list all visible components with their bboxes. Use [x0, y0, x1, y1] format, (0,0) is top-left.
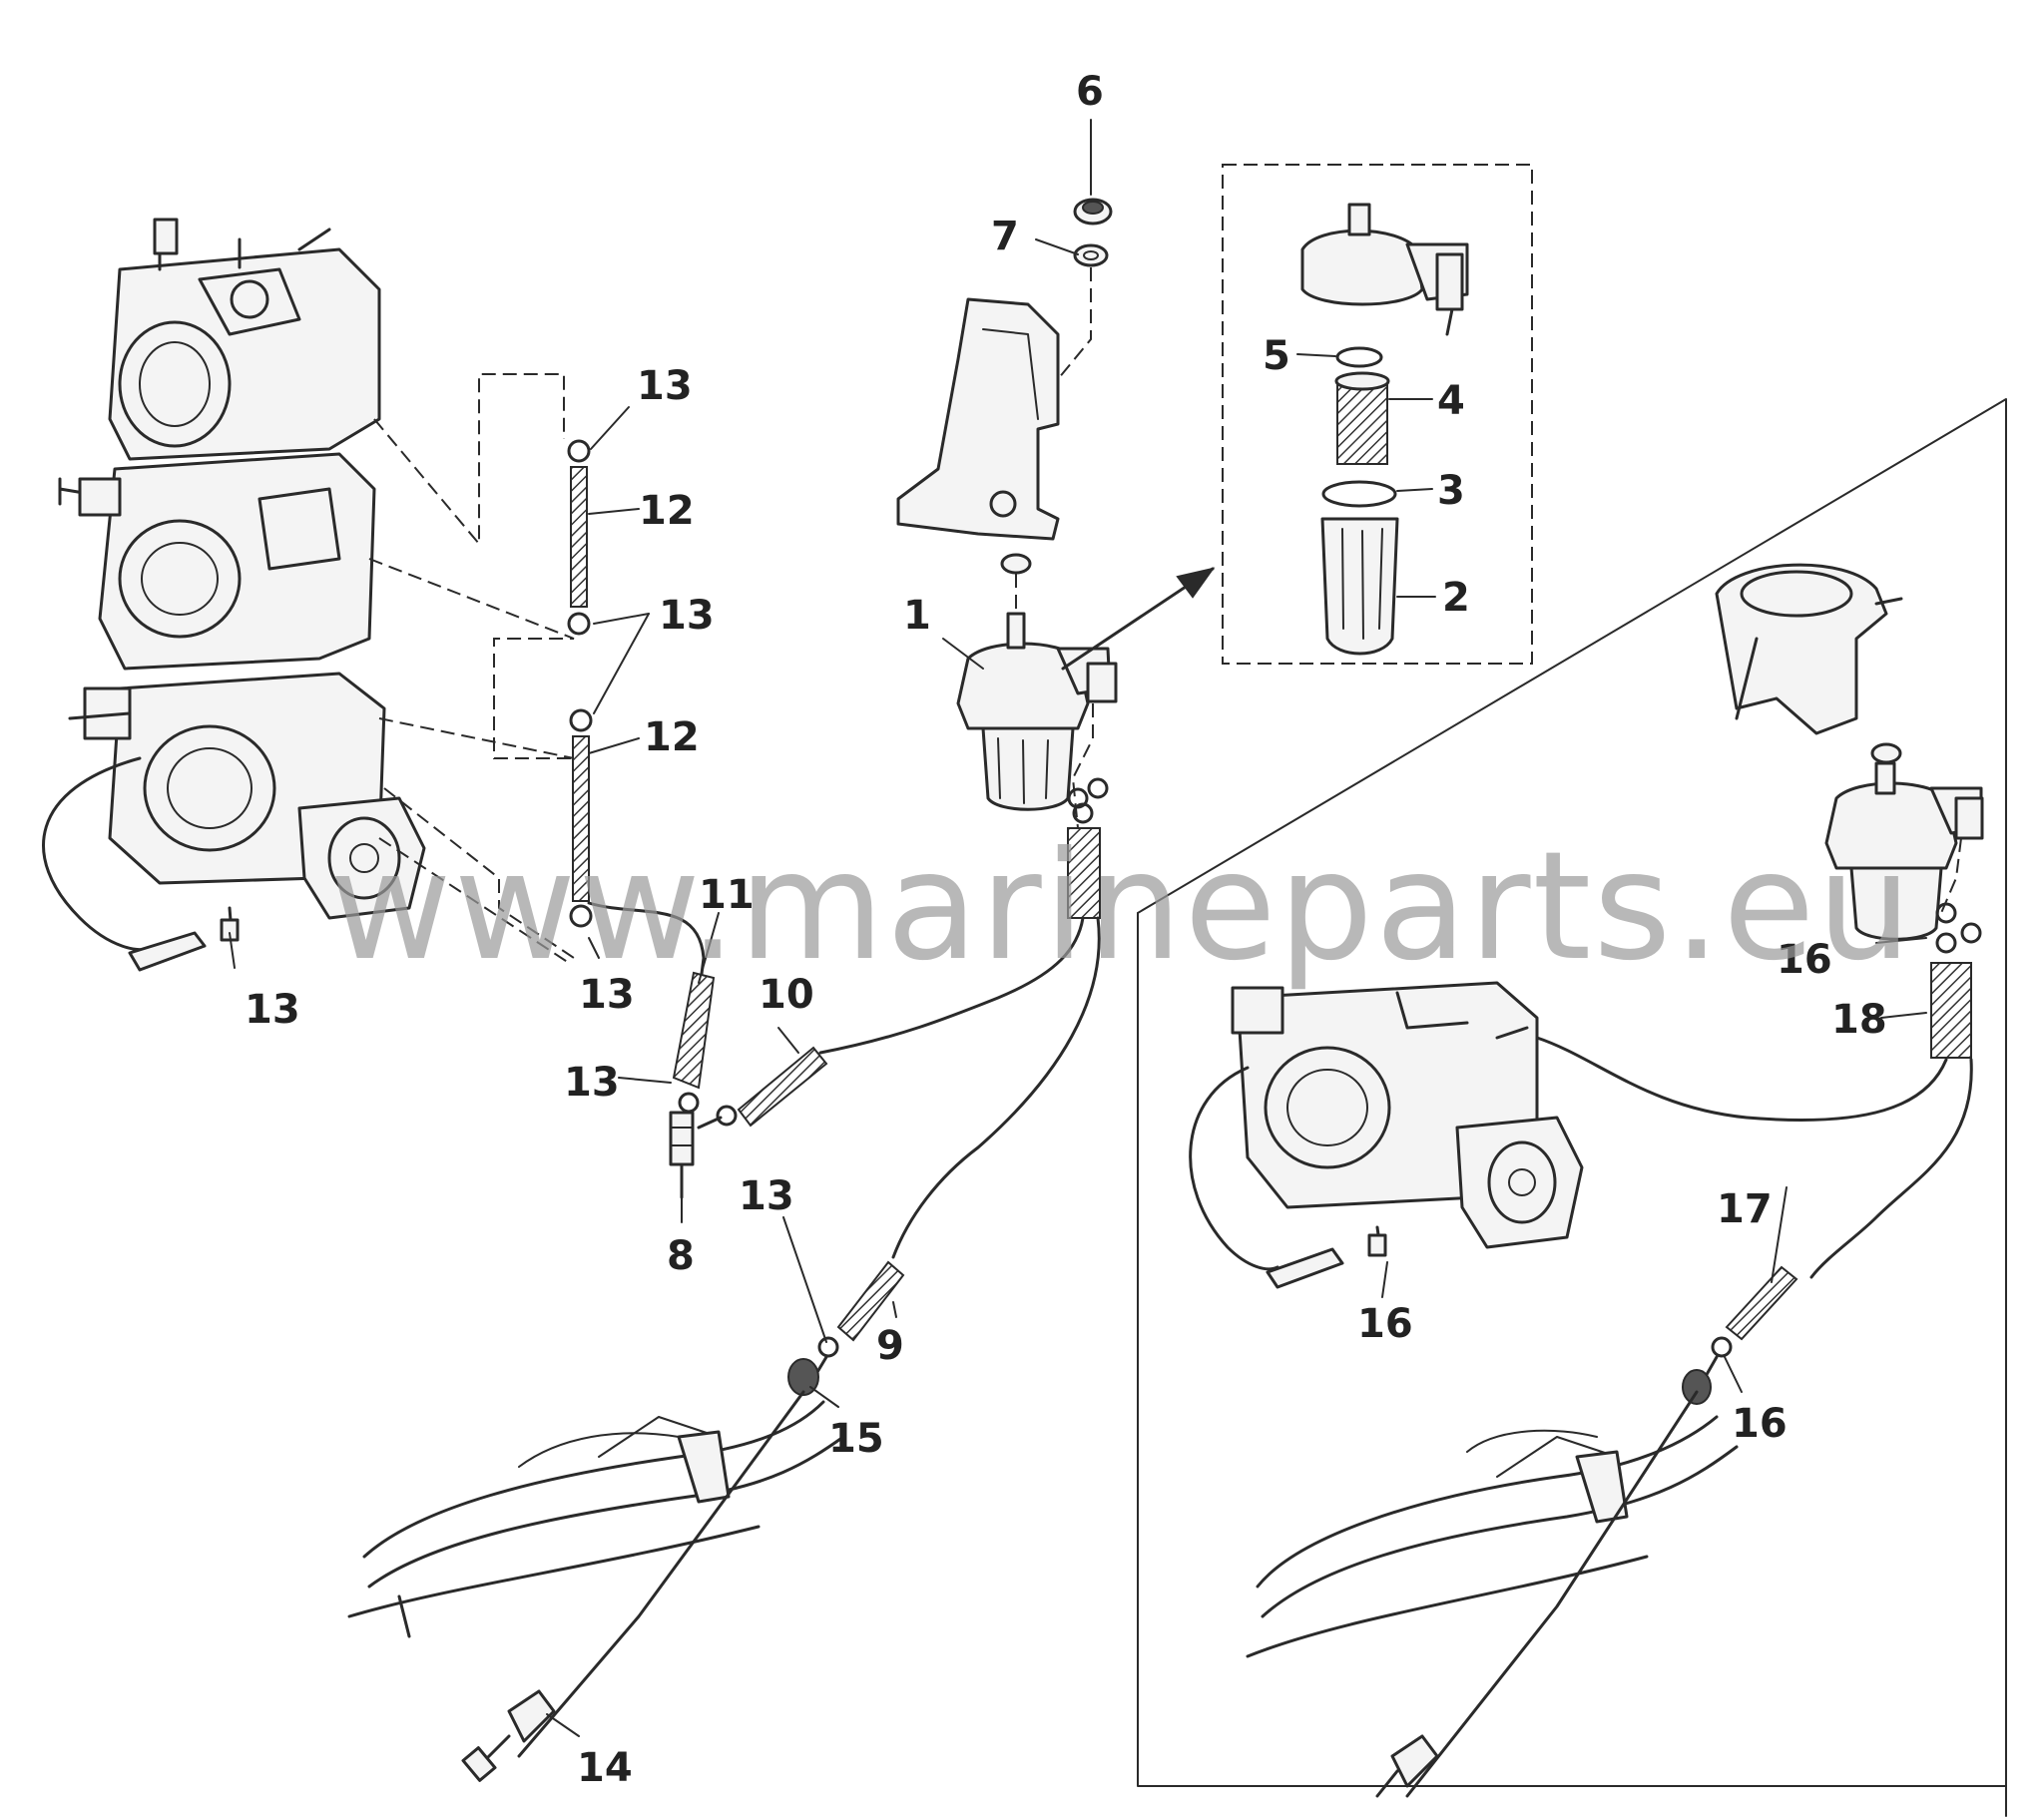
- alt-carburetor: [1189, 981, 1584, 1289]
- grommet-6: [1073, 198, 1113, 226]
- callout-13-carb: 13: [245, 987, 300, 1033]
- callout-3: 3: [1437, 468, 1465, 514]
- alt-hull-section: [1246, 1390, 1739, 1798]
- callout-13-hose-end: 13: [579, 972, 635, 1018]
- callout-1: 1: [903, 593, 931, 639]
- callout-12-upper: 12: [639, 488, 695, 534]
- callout-8: 8: [667, 1233, 695, 1279]
- callout-6: 6: [1076, 69, 1104, 115]
- fuel-hose-17: [1725, 1265, 1798, 1341]
- callout-5: 5: [1263, 333, 1290, 379]
- fuel-filter-1: [956, 612, 1118, 811]
- callout-13-top: 13: [637, 363, 693, 409]
- watermark: www.marineparts.eu: [329, 820, 1914, 994]
- hull-section: [347, 1390, 845, 1782]
- washer-7: [1073, 243, 1109, 267]
- callout-13-mid: 13: [659, 593, 715, 639]
- fuel-hose-18: [1930, 962, 1972, 1059]
- filter-inset: [1222, 164, 1533, 665]
- alt-bracket: [1715, 563, 1903, 735]
- callout-9: 9: [876, 1323, 904, 1369]
- leader-lines: [229, 119, 1927, 1737]
- fuel-connector-8: [669, 1111, 695, 1199]
- callout-13-connector: 13: [564, 1060, 620, 1106]
- callout-15: 15: [828, 1416, 884, 1462]
- callout-7: 7: [991, 214, 1019, 259]
- alt-fuel-filter: [1824, 761, 1984, 941]
- callout-14: 14: [577, 1745, 633, 1791]
- callout-labels: 6 7 1 5 4 3 2 13 12 13 12 13 13 11 10 13…: [245, 69, 1887, 1791]
- callout-12-lower: 12: [644, 714, 700, 760]
- callout-17: 17: [1717, 1186, 1773, 1232]
- carburetor-stack: [42, 218, 426, 972]
- carb-hose-leaders: [368, 373, 575, 964]
- fuel-hose-10: [737, 1046, 828, 1128]
- callout-16-tank: 16: [1732, 1401, 1788, 1447]
- callout-4: 4: [1437, 378, 1465, 424]
- fuel-hose-12-lower: [569, 708, 593, 928]
- fuel-hose-9: [836, 1260, 905, 1342]
- callout-16-carb: 16: [1357, 1301, 1413, 1347]
- callout-2: 2: [1442, 575, 1470, 621]
- primer-hose-11: [672, 971, 716, 1090]
- filter-bracket: [896, 297, 1060, 541]
- callout-13-lower: 13: [739, 1173, 794, 1219]
- callout-16-filter: 16: [1777, 937, 1832, 983]
- filter-element-4: [1334, 371, 1390, 465]
- callout-10: 10: [759, 972, 814, 1018]
- callout-11: 11: [699, 872, 755, 918]
- callout-18: 18: [1831, 997, 1887, 1043]
- fuel-hose-12-upper: [567, 439, 591, 636]
